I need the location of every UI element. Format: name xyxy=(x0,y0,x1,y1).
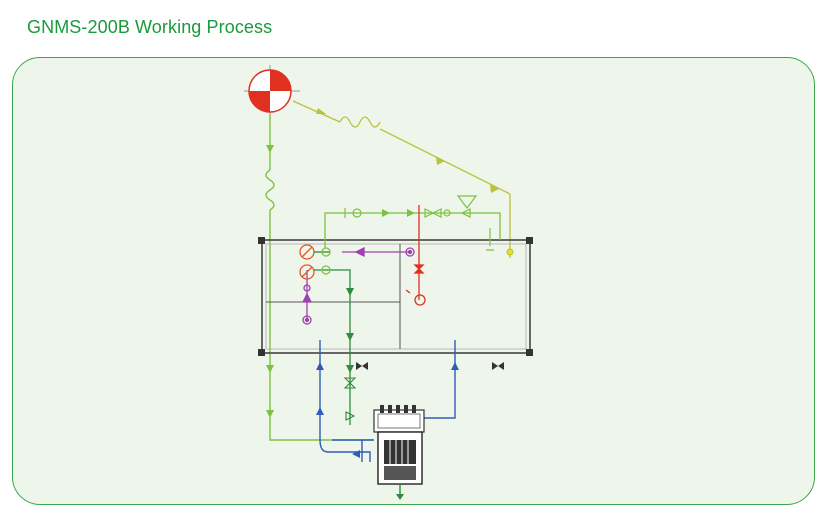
red-white-target-icon xyxy=(244,65,300,118)
valve-icon xyxy=(343,377,357,421)
heat-exchanger-icon xyxy=(373,405,425,433)
page-title: GNMS-200B Working Process xyxy=(27,17,273,37)
valve-icon xyxy=(344,195,478,218)
red-flow-line xyxy=(405,205,426,306)
container-frame xyxy=(258,237,533,356)
support-icon xyxy=(356,362,504,370)
top-loop-line xyxy=(324,212,501,248)
return-flow-line xyxy=(292,100,511,258)
engine-module-icon xyxy=(377,431,423,500)
purple-flow-line xyxy=(301,246,415,325)
